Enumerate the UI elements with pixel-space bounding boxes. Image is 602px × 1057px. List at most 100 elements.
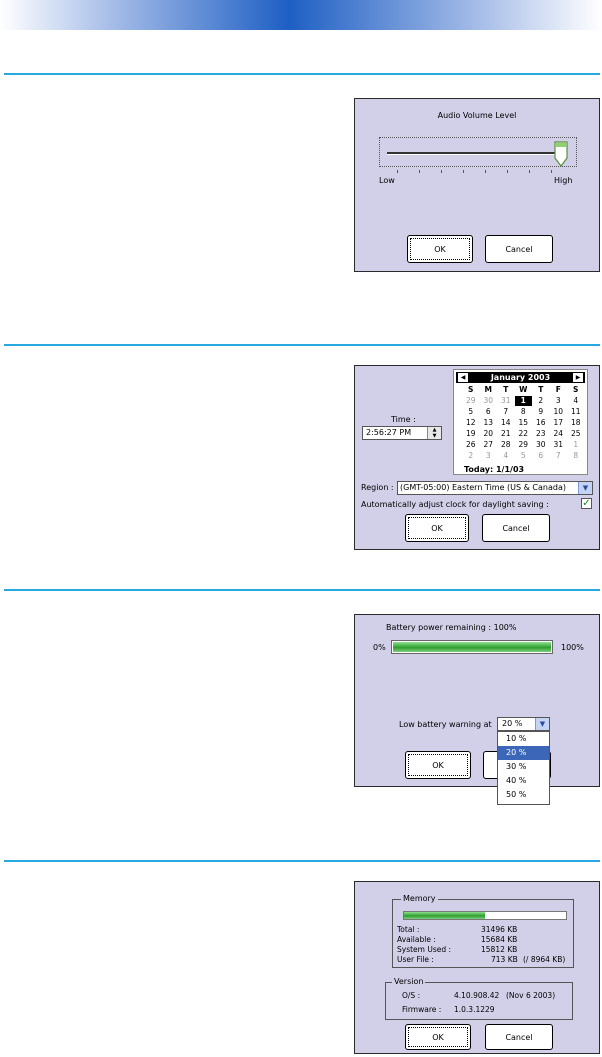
- chevron-down-icon[interactable]: ▼: [578, 482, 592, 494]
- volume-slider-track[interactable]: [387, 152, 561, 155]
- calendar-day[interactable]: 21: [500, 429, 511, 438]
- volume-tick: [507, 170, 508, 173]
- volume-tick: [551, 170, 552, 173]
- region-label: Region :: [361, 483, 394, 492]
- calendar-day[interactable]: 3: [555, 396, 561, 405]
- calendar-day[interactable]: 2: [468, 451, 474, 460]
- volume-slider-thumb[interactable]: [554, 141, 568, 167]
- memory-group-label: Memory: [401, 894, 438, 903]
- right-triangle-icon[interactable]: ▶: [573, 373, 583, 382]
- calendar-day[interactable]: 31: [500, 396, 511, 405]
- ok-button[interactable]: OK: [407, 235, 473, 263]
- calendar-day[interactable]: 6: [538, 451, 544, 460]
- calendar-day[interactable]: 30: [535, 440, 546, 449]
- cancel-button[interactable]: Cancel: [482, 514, 550, 542]
- calendar-day[interactable]: 5: [520, 451, 526, 460]
- calendar-day[interactable]: 27: [483, 440, 494, 449]
- os-value: 4.10.908.42: [454, 991, 500, 1000]
- calendar-day[interactable]: 7: [503, 407, 509, 416]
- calendar-week-row: 19 20 21 22 23 24 25: [462, 429, 585, 439]
- ok-button[interactable]: OK: [405, 751, 471, 779]
- low-battery-options: 10 % 20 % 30 % 40 % 50 %: [497, 731, 550, 805]
- battery-progress-bar: [391, 640, 553, 654]
- region-select[interactable]: (GMT-05:00) Eastern Time (US & Canada) ▼: [397, 481, 593, 495]
- dropdown-option-selected[interactable]: 20 %: [498, 746, 549, 760]
- calendar-day[interactable]: 31: [553, 440, 564, 449]
- calendar-day[interactable]: 5: [468, 407, 474, 416]
- volume-title: Audio Volume Level: [437, 111, 517, 120]
- dropdown-option[interactable]: 40 %: [506, 776, 527, 785]
- memory-usage-bar: [403, 911, 567, 920]
- calendar-day[interactable]: 26: [465, 440, 476, 449]
- time-spinner[interactable]: ▲▼: [427, 427, 441, 439]
- calendar-day[interactable]: 8: [520, 407, 526, 416]
- firmware-value: 1.0.3.1229: [454, 1005, 495, 1014]
- calendar-day[interactable]: 7: [555, 451, 561, 460]
- chevron-down-icon[interactable]: ▼: [535, 718, 549, 730]
- calendar-day[interactable]: 17: [553, 418, 564, 427]
- calendar-day[interactable]: 14: [500, 418, 511, 427]
- calendar-day[interactable]: 2: [538, 396, 544, 405]
- system-used-label: System Used :: [397, 945, 452, 954]
- time-label: Time :: [391, 415, 416, 424]
- calendar-day[interactable]: 16: [535, 418, 546, 427]
- calendar-day[interactable]: 6: [485, 407, 491, 416]
- volume-high-label: High: [554, 176, 573, 185]
- weekday-label: F: [555, 385, 561, 394]
- calendar-day[interactable]: 9: [538, 407, 544, 416]
- calendar-day[interactable]: 15: [518, 418, 529, 427]
- weekday-label: W: [519, 385, 528, 394]
- left-triangle-icon[interactable]: ◀: [458, 373, 468, 382]
- dst-label: Automatically adjust clock for daylight …: [361, 500, 549, 509]
- calendar-day[interactable]: 19: [465, 429, 476, 438]
- time-field[interactable]: 2:56:27 PM ▲▼: [362, 426, 442, 440]
- available-value: 15684 KB: [481, 935, 518, 944]
- total-value: 31496 KB: [481, 925, 518, 934]
- weekday-label: T: [503, 385, 509, 394]
- weekday-label: M: [484, 385, 492, 394]
- calendar-week-row: 12 13 14 15 16 17 18: [462, 418, 585, 428]
- system-info-dialog: Memory Total : 31496 KB Available : 1568…: [354, 881, 600, 1054]
- weekday-label: S: [573, 385, 579, 394]
- ok-button[interactable]: OK: [405, 1024, 471, 1050]
- calendar-day[interactable]: 8: [573, 451, 579, 460]
- section-divider: [4, 73, 600, 75]
- calendar-day[interactable]: 12: [465, 418, 476, 427]
- dropdown-option[interactable]: 10 %: [506, 734, 527, 743]
- version-group: Version O/S : 4.10.908.42 (Nov 6 2003) F…: [385, 977, 573, 1020]
- calendar-day[interactable]: 30: [483, 396, 494, 405]
- cancel-button[interactable]: Cancel: [485, 235, 553, 263]
- calendar-day[interactable]: 29: [465, 396, 476, 405]
- dst-checkbox[interactable]: ✓: [581, 498, 592, 509]
- calendar-day[interactable]: 4: [503, 451, 509, 460]
- calendar-day[interactable]: 22: [518, 429, 529, 438]
- calendar-today-label[interactable]: Today: 1/1/03: [464, 465, 525, 474]
- dropdown-option[interactable]: 30 %: [506, 762, 527, 771]
- volume-tick: [419, 170, 420, 173]
- calendar-day[interactable]: 28: [500, 440, 511, 449]
- calendar-day[interactable]: 20: [483, 429, 494, 438]
- calendar-day[interactable]: 24: [553, 429, 564, 438]
- checkmark-icon: ✓: [582, 498, 591, 509]
- calendar-day[interactable]: 18: [570, 418, 581, 427]
- weekday-label: T: [538, 385, 544, 394]
- dropdown-option[interactable]: 50 %: [506, 790, 527, 799]
- calendar-day[interactable]: 25: [570, 429, 581, 438]
- cancel-button[interactable]: Cancel: [485, 1024, 553, 1050]
- calendar-day[interactable]: 4: [573, 396, 579, 405]
- calendar-day[interactable]: 29: [518, 440, 529, 449]
- calendar-day[interactable]: 13: [483, 418, 494, 427]
- calendar-day-selected[interactable]: 1: [514, 396, 532, 406]
- calendar-day[interactable]: 1: [573, 440, 579, 449]
- date-time-dialog: ◀ January 2003 ▶ S M T W T F S 29 30 31 …: [354, 365, 600, 550]
- calendar-day[interactable]: 11: [570, 407, 581, 416]
- calendar-day[interactable]: 10: [553, 407, 564, 416]
- calendar-day[interactable]: 23: [535, 429, 546, 438]
- calendar-month-title: January 2003: [490, 373, 551, 382]
- volume-low-label: Low: [379, 176, 395, 185]
- low-battery-select[interactable]: 20 % ▼: [497, 717, 550, 731]
- header-gradient-bar: [0, 0, 602, 30]
- calendar-day[interactable]: 3: [485, 451, 491, 460]
- volume-tick: [485, 170, 486, 173]
- ok-button[interactable]: OK: [405, 514, 469, 542]
